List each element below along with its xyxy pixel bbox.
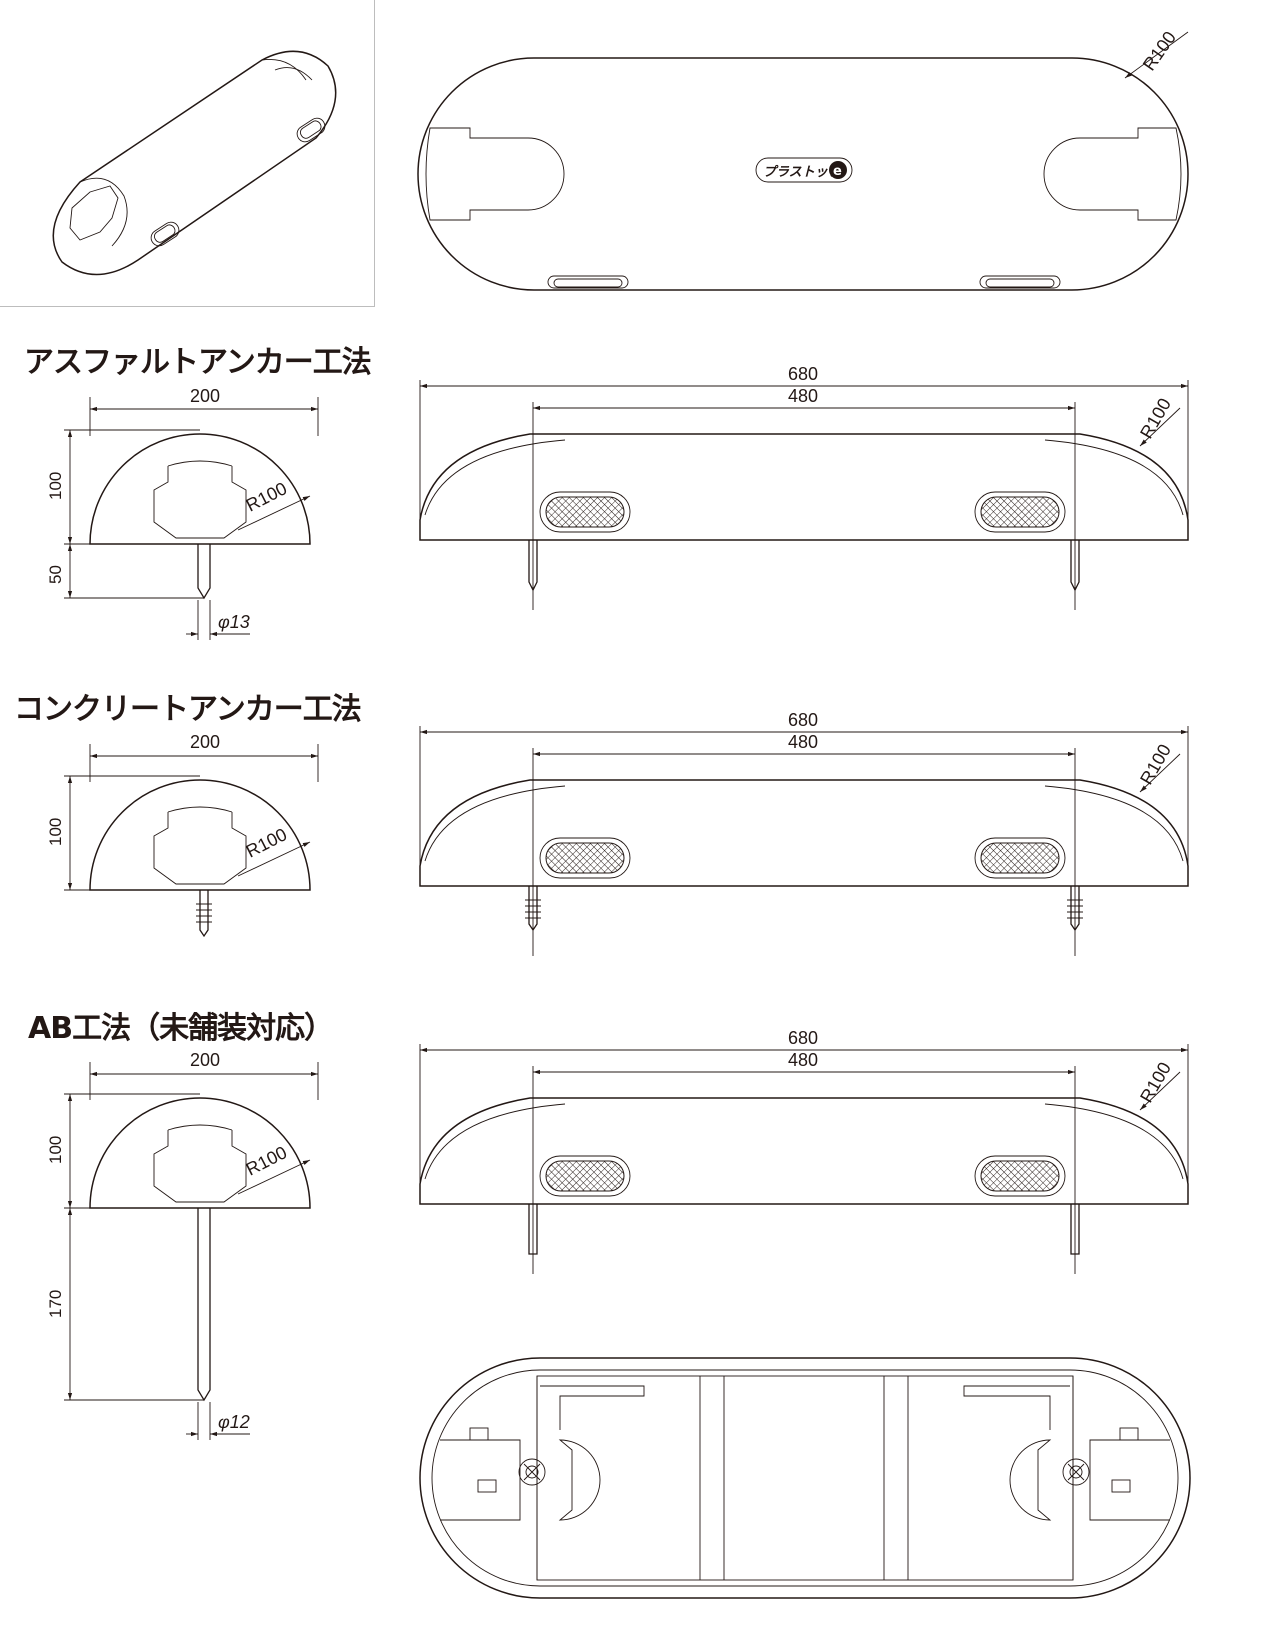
ab-side-view: [419, 1097, 1189, 1255]
asphalt-width-dim: 200: [190, 386, 220, 406]
top-view: プラストップ e R100: [417, 28, 1189, 291]
section-title-ab: AB工法（未舗装対応）: [28, 1011, 334, 1046]
ab-diameter-label: φ12: [218, 1412, 250, 1432]
anchor-pin-icon: [197, 544, 211, 600]
top-radius-label: R100: [1139, 28, 1180, 75]
section-title-concrete: コンクリートアンカー工法: [14, 692, 362, 727]
ab-anchor-pin-icon: [197, 1208, 211, 1402]
concrete-side-view: [419, 779, 1189, 932]
logo-text: プラストップ: [763, 164, 844, 180]
bolt-cross-icon: [1062, 1458, 1090, 1486]
logo-badge: [755, 157, 853, 183]
ab-height-dim: 100: [46, 1136, 65, 1164]
concrete-anchor-spacing-dim: 480: [788, 732, 818, 752]
concrete-anchor-icon: [196, 890, 212, 938]
ab-width-dim: 200: [190, 1050, 220, 1070]
asphalt-height-dim: 100: [46, 472, 65, 500]
asphalt-anchor-spacing-dim: 480: [788, 386, 818, 406]
asphalt-anchor-length-dim: 50: [46, 565, 65, 584]
concrete-height-dim: 100: [46, 818, 65, 846]
ab-anchor-length-dim: 170: [46, 1290, 65, 1318]
asphalt-side-view: [419, 433, 1189, 592]
asphalt-diameter-label: φ13: [218, 612, 250, 632]
section-title-asphalt: アスファルトアンカー工法: [24, 345, 372, 380]
isometric-view-icon: [52, 50, 337, 276]
ab-total-length-dim: 680: [788, 1028, 818, 1048]
concrete-width-dim: 200: [190, 732, 220, 752]
logo-mark: e: [833, 164, 842, 179]
concrete-total-length-dim: 680: [788, 710, 818, 730]
bottom-view: [419, 1357, 1191, 1599]
bolt-cross-icon: [518, 1458, 546, 1486]
ab-anchor-spacing-dim: 480: [788, 1050, 818, 1070]
asphalt-total-length-dim: 680: [788, 364, 818, 384]
isometric-panel: [0, 0, 375, 307]
